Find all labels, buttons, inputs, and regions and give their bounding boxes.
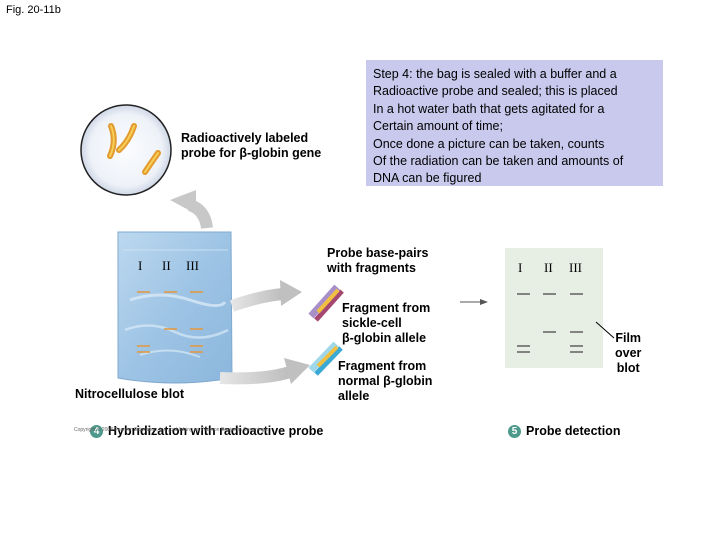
film-bands	[517, 293, 583, 353]
arrow-blot-to-sickle	[229, 280, 302, 312]
film-label: Film over blot	[615, 331, 642, 375]
figure-label: Fig. 20-11b	[6, 4, 61, 16]
step-4-description-box: Step 4: the bag is sealed with a buffer …	[366, 60, 663, 186]
basepair-label: Probe base-pairs with fragments	[327, 246, 429, 275]
step-4-number-badge: 4	[90, 425, 103, 438]
lane-label-III-right: III	[569, 260, 582, 275]
lane-label-II-right: II	[544, 260, 553, 275]
lane-label-II-left: II	[162, 258, 171, 273]
blot-bands	[137, 291, 203, 353]
normal-label: Fragment from normal β-globin allele	[338, 359, 433, 403]
arrow-to-film	[460, 299, 488, 305]
probe-label: Radioactively labeled probe for β-globin…	[181, 131, 322, 160]
normal-fragment	[308, 341, 343, 376]
film-pointer-line	[595, 321, 615, 339]
copyright-notice: Copyright © 2008 Pearson Education, Inc.…	[74, 427, 269, 433]
step-5-label: Probe detection	[526, 424, 621, 438]
lane-label-III-left: III	[186, 258, 199, 273]
step-4-label: Hybridization with radioactive probe	[108, 424, 324, 438]
step-5-number-badge: 5	[508, 425, 521, 438]
lane-label-I-right: I	[518, 260, 523, 275]
step-5-caption: 5 Probe detection	[508, 409, 620, 439]
arrow-blot-to-probe	[170, 190, 213, 229]
nitrocellulose-blot	[117, 231, 233, 384]
lane-label-I-left: I	[138, 258, 143, 273]
arrow-blot-to-normal	[219, 358, 310, 385]
sickle-fragment	[308, 284, 344, 322]
sickle-label: Fragment from sickle-cell β-globin allel…	[342, 301, 431, 345]
step-4-caption: 4 Hybridization with radioactive probe	[90, 409, 323, 439]
probe-circle	[80, 104, 172, 196]
nitrocellulose-label: Nitrocellulose blot	[75, 387, 185, 401]
film-over-blot	[505, 248, 615, 368]
